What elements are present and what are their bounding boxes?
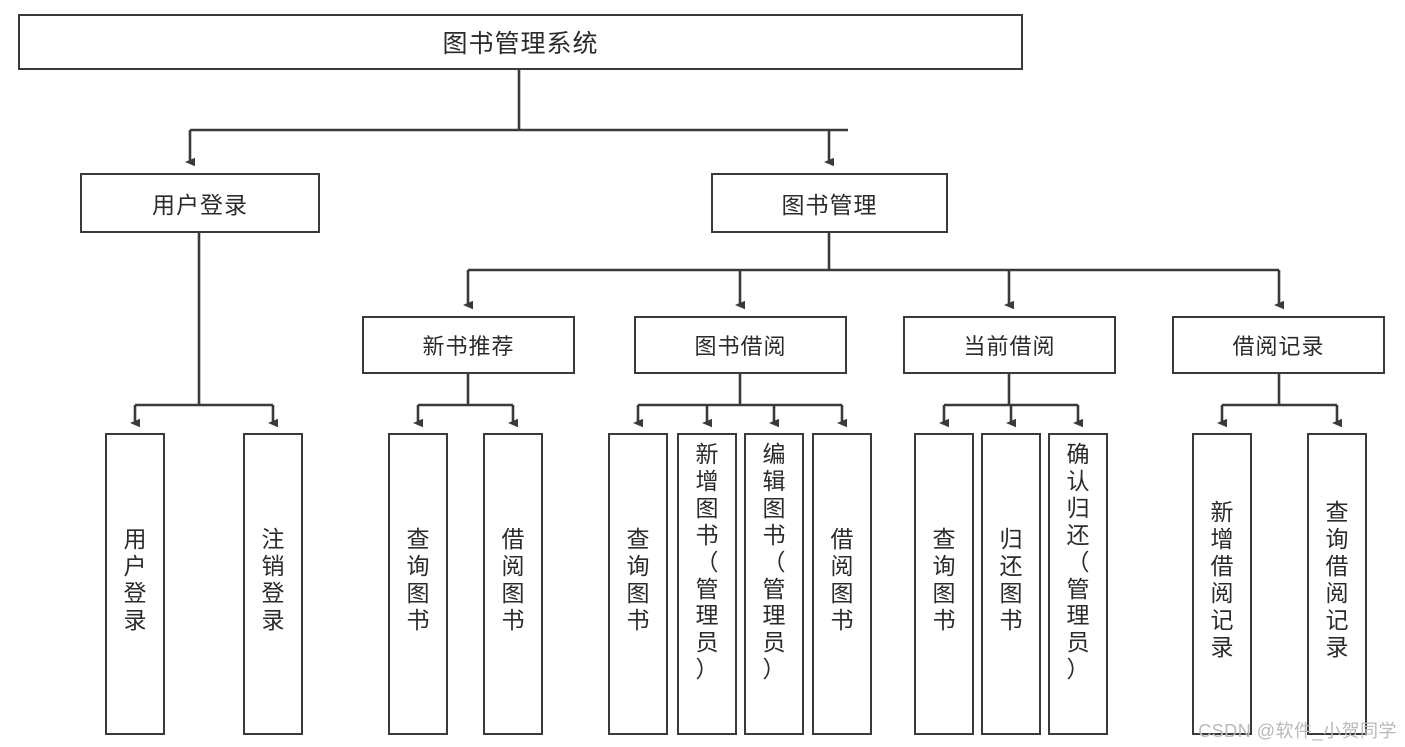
leaf-return-book[interactable]: 归 还 图 书 xyxy=(981,433,1041,735)
node-user-login[interactable]: 用户登录 xyxy=(80,173,320,233)
node-current-borrow-label: 当前借阅 xyxy=(963,334,1056,359)
node-current-borrow[interactable]: 当前借阅 xyxy=(903,316,1116,374)
node-new-book-recommend[interactable]: 新书推荐 xyxy=(362,316,575,374)
leaf-borrow-book-2-label: 借 阅 图 书 xyxy=(830,526,854,633)
node-root-system[interactable]: 图书管理系统 xyxy=(18,14,1023,70)
node-book-manage[interactable]: 图书管理 xyxy=(711,173,948,233)
leaf-logout-login[interactable]: 注 销 登 录 xyxy=(243,433,303,735)
node-book-borrow[interactable]: 图书借阅 xyxy=(634,316,847,374)
leaf-add-book-admin-label: 新 增 图 书 （ 管 理 员 ） xyxy=(695,441,719,683)
node-book-manage-label: 图书管理 xyxy=(781,192,878,218)
leaf-borrow-book-1-label: 借 阅 图 书 xyxy=(501,526,525,633)
node-borrow-record-label: 借阅记录 xyxy=(1232,334,1325,359)
leaf-return-book-label: 归 还 图 书 xyxy=(999,526,1023,633)
leaf-query-borrow-record-label: 查 询 借 阅 记 录 xyxy=(1325,499,1349,660)
node-new-book-recommend-label: 新书推荐 xyxy=(422,334,515,359)
leaf-logout-login-label: 注 销 登 录 xyxy=(261,526,285,633)
leaf-confirm-return-admin[interactable]: 确 认 归 还 （ 管 理 员 ） xyxy=(1048,433,1108,735)
leaf-query-book-3[interactable]: 查 询 图 书 xyxy=(914,433,974,735)
leaf-query-book-1-label: 查 询 图 书 xyxy=(406,526,430,633)
leaf-user-login-label: 用 户 登 录 xyxy=(123,526,147,633)
leaf-add-borrow-record-label: 新 增 借 阅 记 录 xyxy=(1210,499,1234,660)
leaf-borrow-book-1[interactable]: 借 阅 图 书 xyxy=(483,433,543,735)
watermark: CSDN @软件_小贺同学 xyxy=(1198,721,1397,741)
leaf-query-book-1[interactable]: 查 询 图 书 xyxy=(388,433,448,735)
leaf-query-book-2-label: 查 询 图 书 xyxy=(626,526,650,633)
leaf-query-borrow-record[interactable]: 查 询 借 阅 记 录 xyxy=(1307,433,1367,735)
leaf-query-book-2[interactable]: 查 询 图 书 xyxy=(608,433,668,735)
node-root-label: 图书管理系统 xyxy=(442,30,599,58)
leaf-confirm-return-admin-label: 确 认 归 还 （ 管 理 员 ） xyxy=(1066,441,1090,683)
node-user-login-label: 用户登录 xyxy=(152,192,248,218)
node-borrow-record[interactable]: 借阅记录 xyxy=(1172,316,1385,374)
node-book-borrow-label: 图书借阅 xyxy=(694,334,787,359)
leaf-edit-book-admin-label: 编 辑 图 书 （ 管 理 员 ） xyxy=(762,441,786,683)
leaf-add-borrow-record[interactable]: 新 增 借 阅 记 录 xyxy=(1192,433,1252,735)
leaf-borrow-book-2[interactable]: 借 阅 图 书 xyxy=(812,433,872,735)
leaf-user-login[interactable]: 用 户 登 录 xyxy=(105,433,165,735)
leaf-edit-book-admin[interactable]: 编 辑 图 书 （ 管 理 员 ） xyxy=(744,433,804,735)
leaf-add-book-admin[interactable]: 新 增 图 书 （ 管 理 员 ） xyxy=(677,433,737,735)
leaf-query-book-3-label: 查 询 图 书 xyxy=(932,526,956,633)
